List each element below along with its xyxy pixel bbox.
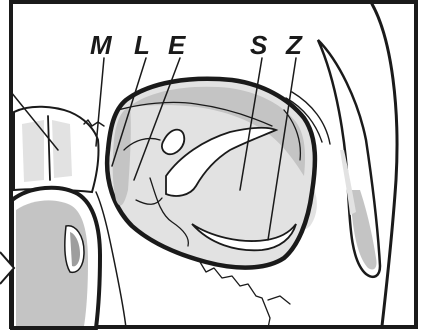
label-S: S <box>250 30 268 60</box>
label-E: E <box>168 30 186 60</box>
left-upper-gray-2 <box>52 120 72 178</box>
label-L: L <box>134 30 150 60</box>
label-M: M <box>90 30 113 60</box>
label-Z: Z <box>285 30 303 60</box>
